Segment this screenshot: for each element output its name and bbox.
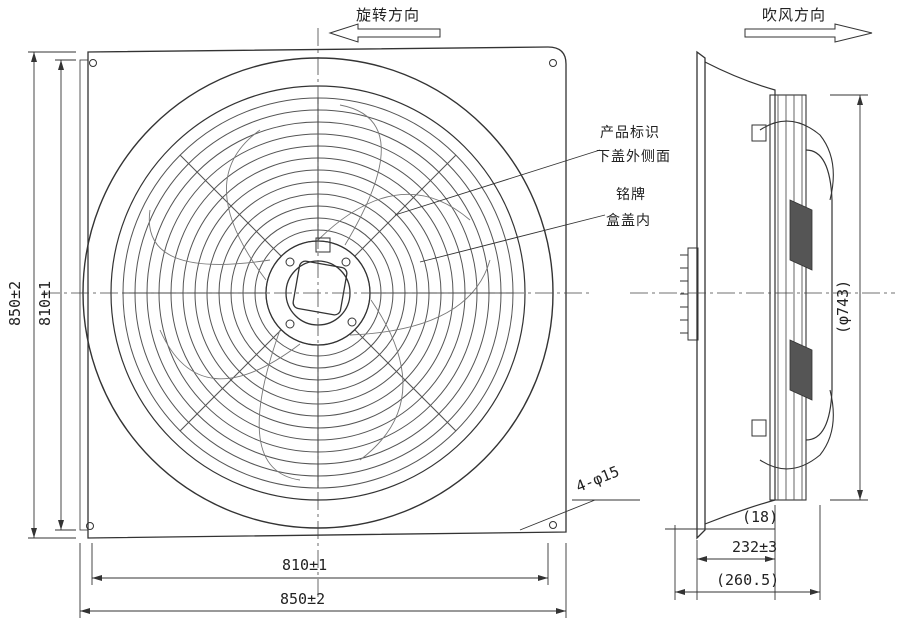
dim-inner-width: 810±1 — [282, 556, 328, 574]
airflow-direction-arrow — [744, 23, 873, 43]
side-dimension-arrowheads — [675, 95, 863, 595]
side-guard-wires — [777, 95, 803, 500]
dim-outer-height: 850±2 — [6, 280, 24, 326]
dim-total: (260.5) — [716, 571, 780, 589]
dimension-arrowheads — [31, 52, 566, 614]
front-view — [28, 23, 640, 618]
product-label-line1: 产品标识 — [600, 125, 660, 141]
side-blade — [789, 199, 813, 271]
cable-gland — [315, 237, 331, 253]
side-guard-arc-top — [759, 120, 834, 201]
terminal-box — [292, 260, 348, 316]
side-bracket-top — [751, 124, 767, 142]
side-terminal-fins — [680, 247, 699, 341]
leader-lines — [394, 149, 640, 531]
side-view — [630, 23, 895, 600]
side-impeller — [769, 94, 807, 501]
impeller-blades — [148, 104, 491, 481]
product-label-line2: 下盖外侧面 — [596, 149, 671, 165]
side-shroud — [704, 61, 776, 525]
plate-inner-edge — [79, 59, 89, 531]
dim-depth: 232±3 — [732, 538, 778, 556]
dim-offset: (18) — [742, 508, 779, 526]
side-bracket-bottom — [751, 419, 767, 437]
side-dimension-lines — [665, 94, 868, 600]
side-mounting-plate — [696, 50, 706, 540]
rotation-direction-arrow — [328, 23, 441, 43]
dimension-lines — [28, 51, 567, 618]
dim-outer-width: 850±2 — [280, 590, 326, 608]
mounting-hole — [86, 59, 557, 530]
dim-inner-height: 810±1 — [36, 280, 54, 326]
centerlines — [42, 28, 590, 598]
side-guard-arc-bottom — [759, 389, 834, 470]
side-motor — [805, 149, 833, 441]
airflow-direction-label: 吹风方向 — [762, 6, 827, 24]
nameplate-line1: 铭牌 — [616, 187, 646, 203]
side-blade — [789, 339, 813, 401]
mounting-plate — [87, 46, 567, 539]
nameplate-line2: 盒盖内 — [606, 213, 651, 229]
rotation-direction-label: 旋转方向 — [356, 6, 421, 24]
hub-bolts — [285, 257, 357, 329]
dim-diameter: (φ743) — [834, 279, 852, 334]
